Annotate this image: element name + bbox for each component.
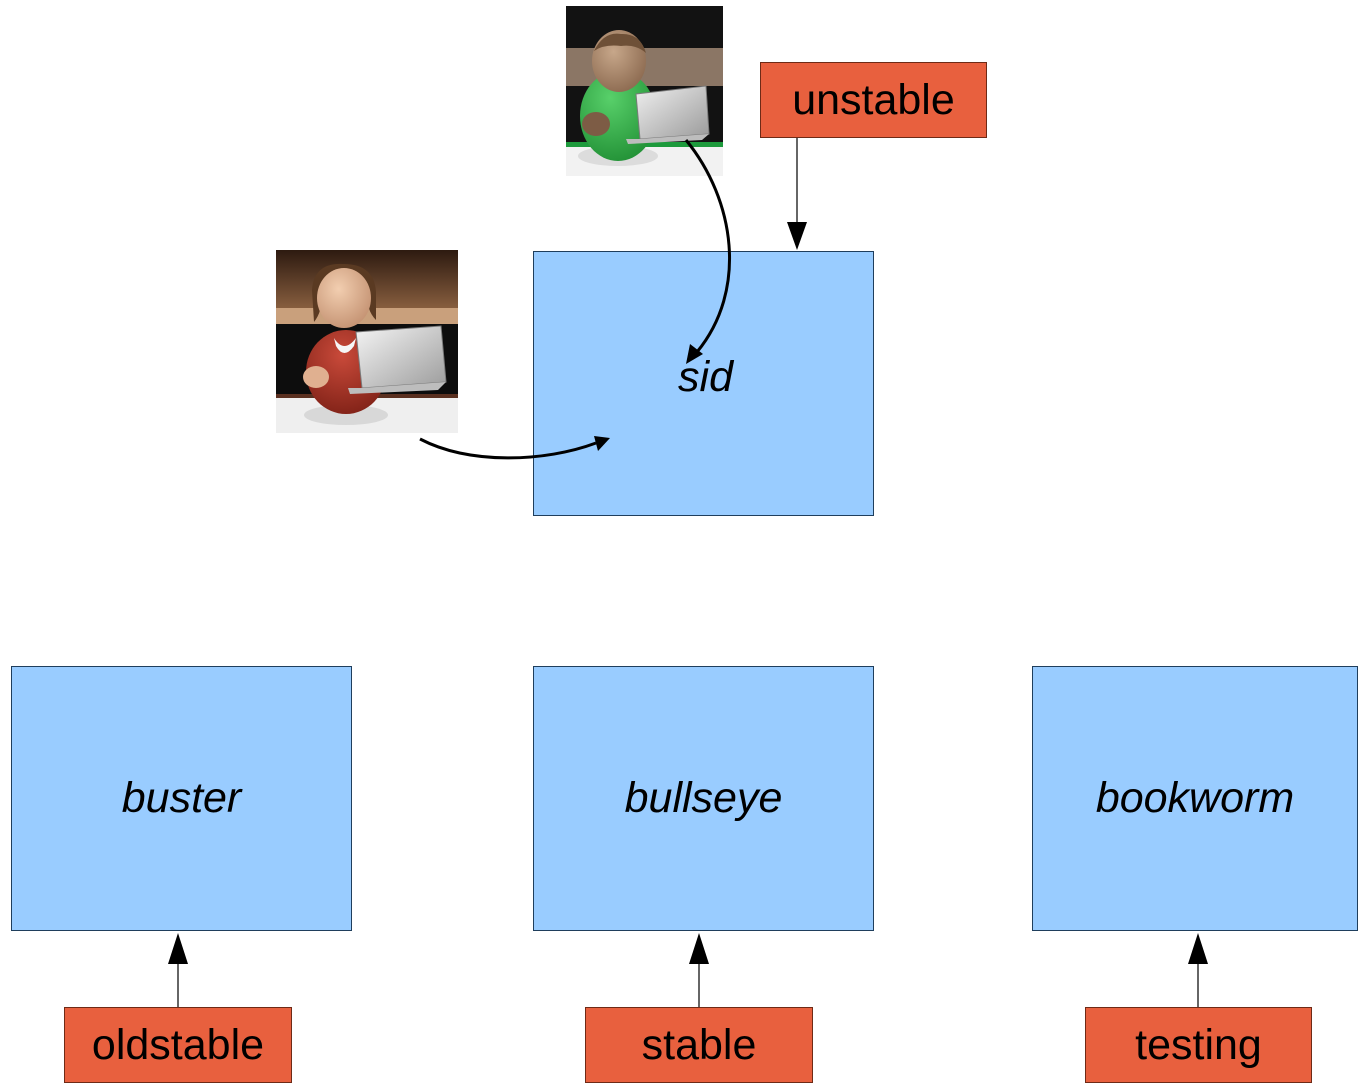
release-box-bullseye: bullseye bbox=[533, 666, 874, 931]
release-label-buster: buster bbox=[121, 774, 242, 822]
arrowhead-male-developer-to-sid bbox=[686, 344, 703, 364]
release-box-sid: sid bbox=[533, 251, 874, 516]
suite-tag-oldstable: oldstable bbox=[64, 1007, 292, 1083]
release-label-bullseye: bullseye bbox=[624, 774, 783, 822]
release-label-bookworm: bookworm bbox=[1095, 774, 1295, 822]
suite-tag-testing: testing bbox=[1085, 1007, 1312, 1083]
suite-label-stable: stable bbox=[641, 1020, 757, 1069]
arrowhead-stable-to-bullseye bbox=[689, 933, 709, 964]
suite-tag-unstable: unstable bbox=[760, 62, 987, 138]
suite-tag-stable: stable bbox=[585, 1007, 813, 1083]
developer-female-icon bbox=[276, 250, 458, 433]
suite-label-testing: testing bbox=[1135, 1020, 1262, 1069]
arrowhead-female-developer-to-sid bbox=[594, 436, 610, 451]
release-box-buster: buster bbox=[11, 666, 352, 931]
arrowhead-testing-to-bookworm bbox=[1188, 933, 1208, 964]
arrow-female-developer-to-sid bbox=[419, 437, 597, 460]
suite-label-unstable: unstable bbox=[792, 75, 955, 124]
arrowhead-unstable-to-sid bbox=[787, 222, 807, 250]
release-box-bookworm: bookworm bbox=[1032, 666, 1358, 931]
suite-label-oldstable: oldstable bbox=[91, 1020, 265, 1069]
arrowhead-oldstable-to-buster bbox=[168, 933, 188, 964]
developer-male-icon bbox=[566, 6, 723, 176]
arrow-male-developer-to-sid bbox=[684, 139, 732, 353]
